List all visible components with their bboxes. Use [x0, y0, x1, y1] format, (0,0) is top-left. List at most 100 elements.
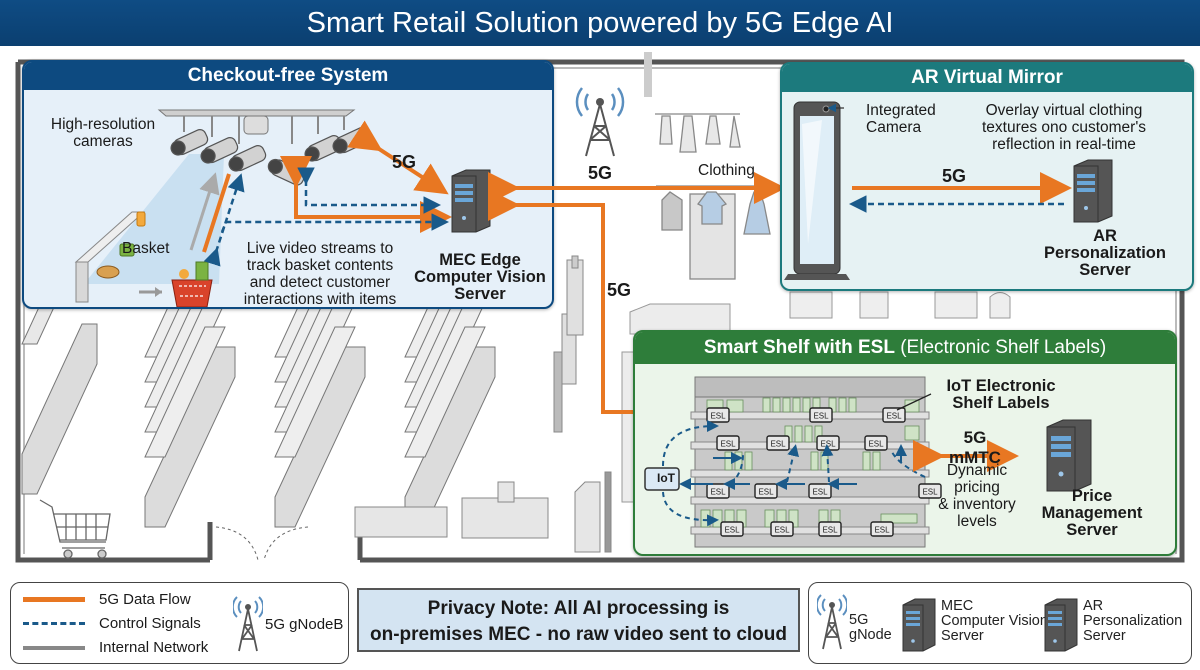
esl-tag-label: ESL — [758, 488, 774, 497]
iot-hub-label: IoT — [657, 471, 675, 485]
ceiling-camera-array — [157, 109, 371, 186]
mec-server-icon — [902, 598, 936, 652]
legend-label: Internal Network — [99, 639, 209, 656]
integrated-camera-label: Integrated Camera — [866, 102, 936, 136]
description-line: & inventory — [938, 496, 1016, 513]
esl-tag: ESL — [818, 521, 842, 537]
server-label-line: Server — [1079, 261, 1131, 279]
ar-panel-title: AR Virtual Mirror — [782, 64, 1192, 92]
ar-5g-label: 5G — [942, 166, 967, 186]
privacy-note: Privacy Note: All AI processing is on-pr… — [357, 588, 800, 652]
cameras-label-line: cameras — [73, 133, 133, 150]
store-floor-plan — [15, 52, 1185, 563]
checkout-5g-label: 5G — [392, 152, 417, 172]
description-line: reflection in real-time — [992, 136, 1136, 153]
checkout-counters — [354, 471, 612, 553]
server-label-line: Personalization — [1044, 244, 1166, 262]
shopping-cart-icon — [39, 499, 111, 559]
legend: 5G Data Flow Control Signals Internal Ne… — [10, 582, 349, 664]
description-line: levels — [957, 513, 997, 530]
key-label-line: Server — [1083, 628, 1126, 644]
ar-server-label: AR Personalization Server — [1030, 228, 1180, 279]
control-signal-arrow — [203, 173, 245, 267]
privacy-note-line: on-premises MEC - no raw video sent to c… — [370, 624, 787, 645]
data-flow-arrow — [280, 156, 452, 233]
key-label-line: Personalization — [1083, 613, 1183, 629]
ar-virtual-mirror-panel: AR Virtual Mirror Integrated Camera O — [780, 62, 1194, 291]
description-line: Live video streams to — [246, 240, 394, 257]
5g-tower-icon — [817, 594, 847, 650]
control-signal-arrows — [662, 420, 926, 527]
smart-mirror-icon — [784, 101, 850, 280]
description-line: and detect customer — [249, 274, 391, 291]
privacy-note-line: Privacy Note: All AI processing is — [427, 598, 730, 619]
description-line: track basket contents — [246, 257, 394, 274]
description-line: Dynamic pricing — [946, 462, 1008, 496]
esl-tag: ESL — [716, 435, 740, 451]
page-title: Smart Retail Solution powered by 5G Edge… — [0, 0, 1200, 46]
esl-tag: ESL — [816, 435, 840, 451]
label-line: IoT Electronic — [946, 377, 1056, 395]
solid-orange-line-icon — [23, 597, 85, 602]
shelf-description: Dynamic pricing & inventory levels — [927, 462, 1027, 530]
esl-tag-label: ESL — [710, 412, 726, 421]
esl-tag: ESL — [720, 521, 744, 537]
checkout-illustration — [74, 109, 491, 307]
esl-tag: ESL — [870, 521, 894, 537]
key-label-line: MEC — [941, 598, 974, 614]
price-server-icon — [1046, 419, 1092, 492]
5g-tower-icon — [233, 596, 263, 652]
esl-tag: ESL — [882, 407, 906, 423]
esl-tag: ESL — [706, 407, 730, 423]
esl-tag-label: ESL — [774, 526, 790, 535]
key-label-line: Server — [941, 628, 984, 644]
shelf-title-bold: Smart Shelf with ESL — [703, 337, 895, 358]
ar-server-icon — [1073, 159, 1113, 223]
legend-item-data-flow: 5G Data Flow — [23, 591, 191, 608]
key-mec-label: MEC Computer Vision Server — [941, 599, 1048, 644]
mec-server-icon — [451, 169, 491, 233]
shelf-title-rest: (Electronic Shelf Labels) — [894, 337, 1107, 358]
smart-shelf-panel: Smart Shelf with ESL (Electronic Shelf L… — [633, 330, 1177, 556]
esl-tag: ESL — [766, 435, 790, 451]
key-label-line: gNode — [849, 627, 892, 643]
camera-field-of-view — [84, 154, 224, 284]
legend-label: Control Signals — [99, 615, 201, 632]
gnodeb-5g-label: 5G — [588, 163, 613, 183]
label-line: Camera — [866, 119, 922, 136]
clothing-label: Clothing — [698, 162, 755, 179]
description-line: textures ono customer's — [981, 119, 1147, 136]
server-label-line: AR — [1093, 227, 1117, 245]
esl-tag-label: ESL — [710, 488, 726, 497]
legend-item-internal-network: Internal Network — [23, 639, 208, 656]
key-gnode-label: 5G gNode — [849, 613, 892, 643]
product-shelf — [74, 211, 146, 303]
legend-item-control-signals: Control Signals — [23, 615, 201, 632]
icon-key: 5G gNode MEC Computer Vision Server AR P… — [808, 582, 1192, 664]
esl-tag-label: ESL — [724, 526, 740, 535]
cameras-label: High-resolution cameras — [38, 116, 168, 150]
ar-description: Overlay virtual clothing textures ono cu… — [954, 102, 1174, 153]
esl-tag-label: ESL — [886, 412, 902, 421]
esl-tag-label: ESL — [720, 440, 736, 449]
label-line: Integrated — [866, 102, 936, 119]
label-line: Shelf Labels — [952, 394, 1050, 412]
price-server-label: Price Management Server — [1017, 488, 1167, 539]
vertical-5g-label: 5G — [607, 280, 632, 300]
aisle-shelf — [274, 226, 366, 528]
shelf-panel-title: Smart Shelf with ESL (Electronic Shelf L… — [635, 332, 1175, 364]
esl-tag: ESL — [754, 483, 778, 499]
esl-tag: ESL — [770, 521, 794, 537]
key-ar-label: AR Personalization Server — [1083, 599, 1182, 644]
checkout-free-system-panel: Checkout-free System — [22, 60, 554, 309]
description-line: interactions with items — [243, 291, 397, 308]
dashed-blue-line-icon — [23, 622, 85, 625]
solid-gray-line-icon — [23, 645, 85, 650]
esl-tag: ESL — [918, 483, 942, 499]
checkout-panel-title: Checkout-free System — [24, 62, 552, 90]
esl-tag: ESL — [809, 407, 833, 423]
checkout-description: Live video streams to track basket conte… — [230, 240, 410, 308]
legend-gnodeb-label: 5G gNodeB — [265, 616, 344, 633]
